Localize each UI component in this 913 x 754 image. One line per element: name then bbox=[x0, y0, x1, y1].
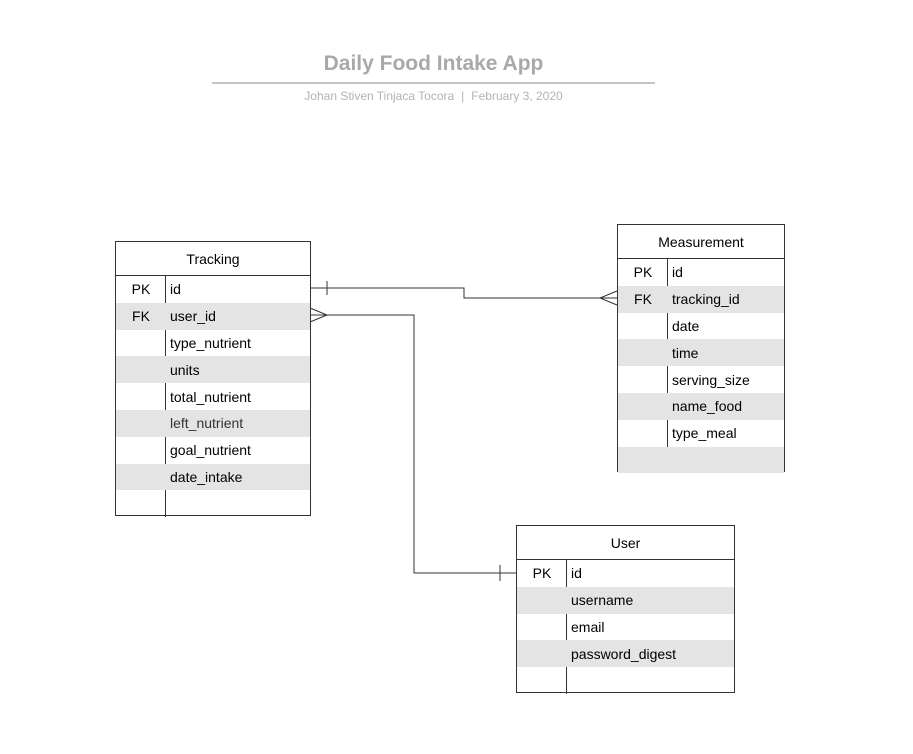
entity-tracking-rows: PK id FK user_id type_nutrient units tot… bbox=[116, 276, 310, 518]
table-row[interactable] bbox=[116, 490, 310, 517]
title-divider bbox=[212, 82, 655, 84]
field-name: name_food bbox=[672, 398, 743, 415]
field-name: date bbox=[672, 317, 700, 334]
field-name: email bbox=[571, 618, 605, 635]
table-row[interactable]: FK tracking_id bbox=[618, 285, 784, 313]
key-label: PK bbox=[131, 281, 151, 298]
table-row[interactable]: serving_size bbox=[618, 366, 784, 393]
diagram-subtitle: Johan Stiven Tinjaca Tocora | February 3, … bbox=[212, 89, 655, 103]
key-label: FK bbox=[634, 291, 652, 308]
field-name: id bbox=[170, 281, 181, 298]
key-column-divider bbox=[165, 276, 166, 518]
field-name: password_digest bbox=[571, 645, 677, 662]
entity-measurement-rows: PK id FK tracking_id date time serving_s… bbox=[618, 259, 784, 474]
field-name: total_nutrient bbox=[170, 388, 251, 405]
entity-user-rows: PK id username email password_digest bbox=[517, 560, 734, 694]
table-row[interactable]: total_nutrient bbox=[116, 383, 310, 410]
diagram-title: Daily Food Intake App bbox=[323, 52, 544, 75]
table-row[interactable]: email bbox=[517, 614, 734, 641]
key-label: FK bbox=[132, 308, 150, 325]
table-row[interactable]: type_meal bbox=[618, 420, 784, 447]
field-name: tracking_id bbox=[672, 291, 740, 308]
table-row[interactable]: password_digest bbox=[517, 640, 734, 668]
key-label: PK bbox=[532, 565, 552, 582]
table-row[interactable]: left_nutrient bbox=[116, 409, 310, 437]
field-name: user_id bbox=[170, 308, 216, 325]
field-name: username bbox=[571, 592, 634, 609]
table-row[interactable]: time bbox=[618, 339, 784, 367]
user-tracking-connector[interactable] bbox=[310, 314, 517, 574]
table-row[interactable]: PK id bbox=[618, 259, 784, 286]
field-name: goal_nutrient bbox=[170, 442, 251, 459]
entity-measurement[interactable]: Measurement PK id FK tracking_id date ti… bbox=[617, 224, 785, 474]
table-row[interactable]: username bbox=[517, 586, 734, 614]
field-name: units bbox=[170, 361, 200, 378]
table-row[interactable] bbox=[618, 446, 784, 474]
field-name: id bbox=[672, 264, 683, 281]
table-row[interactable]: FK user_id bbox=[116, 302, 310, 330]
entity-measurement-title: Measurement bbox=[618, 225, 784, 259]
table-row[interactable]: date bbox=[618, 313, 784, 340]
table-row[interactable]: name_food bbox=[618, 392, 784, 420]
measurement-many-marker bbox=[598, 290, 618, 306]
table-row[interactable]: PK id bbox=[116, 276, 310, 303]
field-name: left_nutrient bbox=[170, 415, 244, 432]
field-name: time bbox=[672, 344, 699, 361]
diagram-date: February 3, 2020 bbox=[471, 89, 563, 103]
key-label: PK bbox=[633, 264, 653, 281]
entity-user-title: User bbox=[517, 526, 734, 560]
author-name: Johan Stiven Tinjaca Tocora bbox=[304, 89, 455, 103]
table-row[interactable]: type_nutrient bbox=[116, 330, 310, 357]
table-row[interactable] bbox=[517, 667, 734, 694]
table-row[interactable]: date_intake bbox=[116, 463, 310, 491]
tracking-many-marker bbox=[309, 307, 329, 323]
field-name: id bbox=[571, 565, 582, 582]
entity-user[interactable]: User PK id username email password_diges… bbox=[516, 525, 735, 694]
entity-tracking[interactable]: Tracking PK id FK user_id type_nutrient … bbox=[115, 241, 311, 518]
key-column-divider bbox=[566, 560, 567, 694]
field-name: type_meal bbox=[672, 425, 737, 442]
key-column-divider bbox=[667, 259, 668, 474]
entity-tracking-title: Tracking bbox=[116, 242, 310, 276]
field-name: date_intake bbox=[170, 468, 243, 485]
field-name: type_nutrient bbox=[170, 334, 251, 351]
table-row[interactable]: goal_nutrient bbox=[116, 437, 310, 464]
subtitle-separator: | bbox=[461, 89, 465, 103]
table-row[interactable]: units bbox=[116, 356, 310, 384]
tracking-measurement-connector[interactable] bbox=[310, 287, 617, 299]
table-row[interactable]: PK id bbox=[517, 560, 734, 587]
field-name: serving_size bbox=[672, 371, 750, 388]
